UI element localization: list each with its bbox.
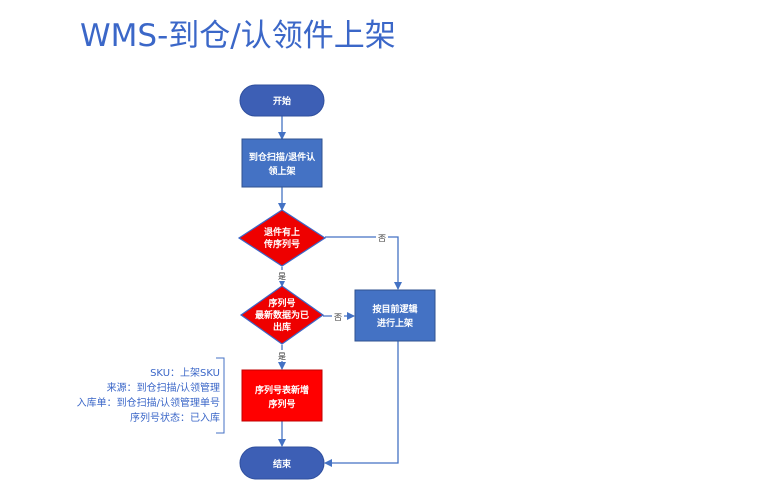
serial-add-label-line2: 序列号 <box>268 398 295 410</box>
edge-label-yes-2: 是 <box>278 352 286 361</box>
annotation-bracket <box>216 357 225 434</box>
decision-outbound-label-line2: 最新数据为已 <box>255 309 309 321</box>
decision-serial-label-line1: 退件有上 <box>264 226 300 238</box>
decision-serial-uploaded: 退件有上 传序列号 <box>237 209 327 267</box>
edge-label-no-2: 否 <box>334 313 342 322</box>
serial-add-label-line1: 序列号表新增 <box>255 384 309 396</box>
arrow-logic-to-end <box>324 341 399 467</box>
page-title: WMS-到仓/认领件上架 <box>80 18 396 54</box>
scan-process-label-line2: 领上架 <box>268 165 295 177</box>
note-line-source: 来源：到仓扫描/认领管理 <box>107 381 220 394</box>
scan-process-label-line1: 到仓扫描/退件认 <box>249 151 316 163</box>
logic-process-label-line2: 进行上架 <box>377 317 413 329</box>
edge-label-yes-1: 是 <box>278 272 286 281</box>
logic-process-label-line1: 按目前逻辑 <box>372 303 417 315</box>
edge-label-no-1: 否 <box>378 234 386 243</box>
note-line-status: 序列号状态：已入库 <box>130 411 220 424</box>
annotation-note: SKU：上架SKU 来源：到仓扫描/认领管理 入库单：到仓扫描/认领管理单号 序… <box>77 357 225 434</box>
note-line-receipt: 入库单：到仓扫描/认领管理单号 <box>77 396 220 409</box>
decision-serial-outbound: 序列号 最新数据为已 出库 <box>239 285 325 345</box>
decision-serial-label-line2: 传序列号 <box>263 238 300 250</box>
note-line-sku: SKU：上架SKU <box>150 367 220 379</box>
end-node: 结束 <box>239 446 325 480</box>
arrow-decision1-no <box>325 236 402 290</box>
serial-add-process-node: 序列号表新增 序列号 <box>241 369 323 422</box>
end-node-label: 结束 <box>273 458 292 470</box>
logic-process-node: 按目前逻辑 进行上架 <box>354 289 436 342</box>
decision-outbound-label-line3: 出库 <box>273 321 291 333</box>
decision-outbound-label-line1: 序列号 <box>268 297 295 309</box>
scan-process-node: 到仓扫描/退件认 领上架 <box>241 138 323 188</box>
start-node: 开始 <box>239 84 325 117</box>
start-node-label: 开始 <box>273 95 291 107</box>
